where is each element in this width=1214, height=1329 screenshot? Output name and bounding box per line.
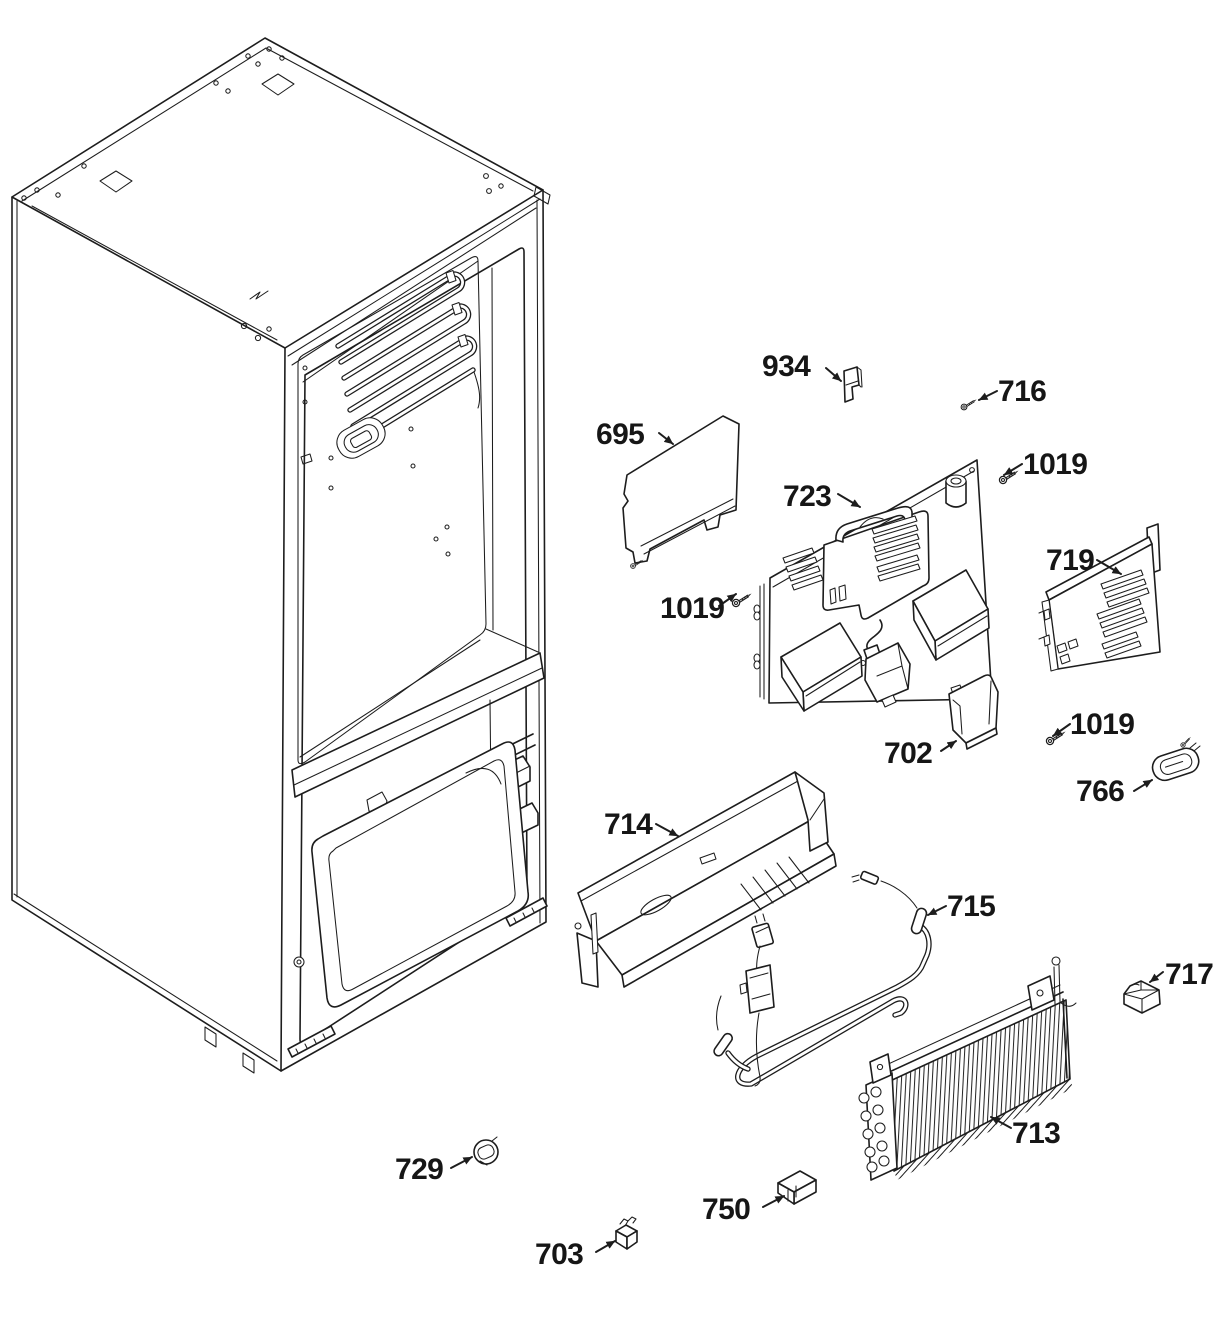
callout-715: 715 [947, 890, 996, 923]
callout-766: 766 [1076, 775, 1125, 808]
callout-702: 702 [884, 737, 933, 770]
damper-motor [859, 642, 911, 708]
part-714-duct-trough [574, 771, 837, 988]
callout-719: 719 [1046, 544, 1095, 577]
part-934-clip [843, 366, 863, 403]
callout-713: 713 [1012, 1117, 1061, 1150]
top-screw-holes [21, 46, 551, 342]
door-tracks [287, 897, 548, 1058]
part-695-access-panel [622, 415, 740, 569]
part-723-evaporator-cover-assembly [753, 459, 993, 712]
callout-717: 717 [1165, 958, 1214, 991]
part-750-cover-box [777, 1170, 817, 1205]
callout-714: 714 [604, 808, 653, 841]
screw-716 [960, 398, 978, 411]
part-717-spacer-block [1123, 980, 1161, 1014]
cabinet-line-art [11, 37, 551, 1074]
part-702-cover [948, 674, 999, 750]
callout-1019-c: 1019 [1070, 708, 1135, 741]
part-729-grommet [473, 1136, 499, 1166]
part-719-duct-cover [1038, 523, 1161, 672]
part-766-recess-handle [1151, 736, 1201, 782]
callout-934: 934 [762, 350, 811, 383]
condenser-tubes [335, 269, 481, 445]
foam-block-right [912, 569, 990, 661]
callout-729: 729 [395, 1153, 444, 1186]
callout-723: 723 [783, 480, 832, 513]
part-703-terminal-block [615, 1216, 638, 1250]
fan-shroud [822, 505, 930, 620]
foam-block-left [780, 622, 863, 712]
return-bends [858, 1086, 890, 1173]
callout-716: 716 [998, 375, 1047, 408]
callout-1019-a: 1019 [1023, 448, 1088, 481]
callout-750: 750 [702, 1193, 751, 1226]
recessed-handle [336, 417, 386, 459]
liner-screw-holes [300, 365, 451, 557]
callout-703: 703 [535, 1238, 584, 1271]
part-715-defrost-heater [713, 870, 932, 1087]
part-713-evaporator [858, 956, 1077, 1181]
callout-1019-b: 1019 [660, 592, 725, 625]
leader-lines [450, 367, 1164, 1253]
callout-695: 695 [596, 418, 645, 451]
